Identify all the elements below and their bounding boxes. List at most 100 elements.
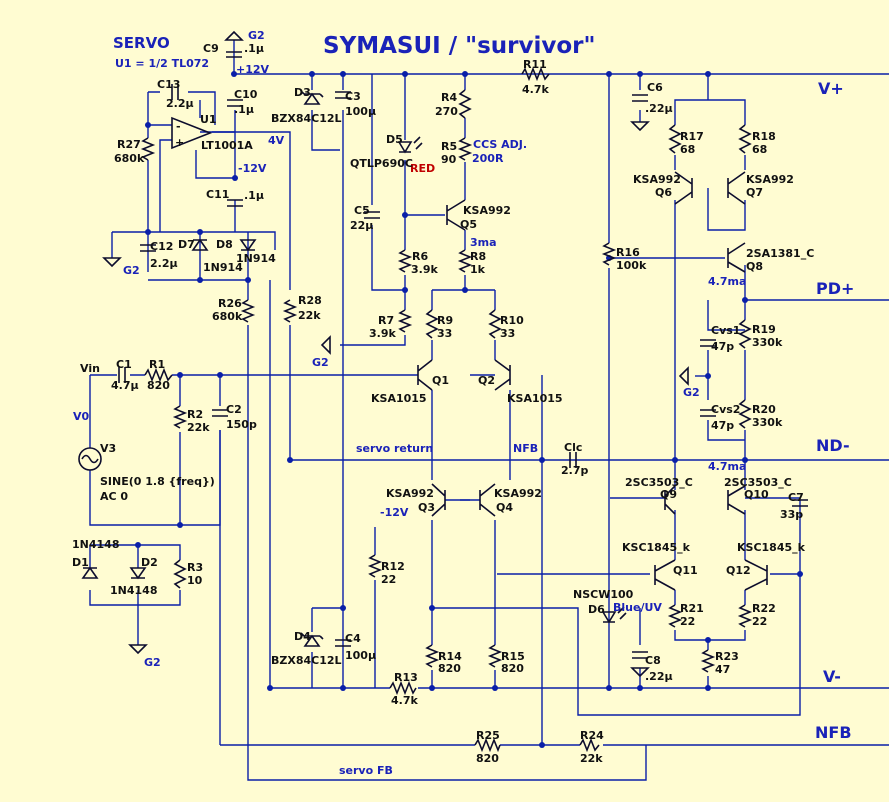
svg-text:22µ: 22µ (350, 219, 373, 232)
svg-text:R6: R6 (412, 250, 428, 263)
svg-text:100µ: 100µ (345, 649, 376, 662)
svg-text:servo FB: servo FB (339, 764, 393, 777)
svg-text:BZX84C12L: BZX84C12L (271, 112, 342, 125)
svg-text:-12V: -12V (238, 162, 267, 175)
opamp-U1 (171, 116, 213, 150)
svg-text:servo return: servo return (356, 442, 433, 455)
resistors (140, 66, 753, 753)
svg-text:LT1001A: LT1001A (201, 139, 253, 152)
svg-text:V0: V0 (73, 410, 90, 423)
svg-text:D2: D2 (141, 556, 158, 569)
svg-text:1k: 1k (470, 263, 486, 276)
resistor-R27 (140, 137, 156, 161)
resistor-R23 (700, 649, 716, 673)
svg-text:680k: 680k (114, 152, 145, 165)
transistor-Q9 (664, 485, 676, 515)
led-D5 (397, 136, 423, 154)
svg-text:+12V: +12V (236, 63, 270, 76)
svg-text:Clc: Clc (564, 441, 582, 454)
svg-text:NSCW100: NSCW100 (573, 588, 634, 601)
svg-text:G2: G2 (312, 356, 329, 369)
capacitor-Cvs1 (700, 339, 716, 347)
svg-text:820: 820 (147, 379, 170, 392)
svg-text:KSC1845_k: KSC1845_k (622, 541, 691, 554)
svg-text:R27: R27 (117, 138, 141, 151)
svg-text:2SC3503_C: 2SC3503_C (724, 476, 792, 489)
svg-text:47p: 47p (711, 340, 734, 353)
svg-text:C12: C12 (150, 240, 173, 253)
diodes (81, 90, 627, 647)
svg-text:820: 820 (501, 662, 524, 675)
svg-text:R28: R28 (298, 294, 322, 307)
svg-text:100µ: 100µ (345, 105, 376, 118)
resistor-R12 (367, 554, 383, 578)
capacitor-Clc (569, 452, 577, 468)
resistor-R17 (668, 124, 682, 154)
svg-text:G2: G2 (683, 386, 700, 399)
svg-text:22k: 22k (187, 421, 210, 434)
svg-text:Blue/UV: Blue/UV (613, 601, 662, 614)
svg-text:22k: 22k (298, 309, 321, 322)
svg-text:KSA1015: KSA1015 (507, 392, 563, 405)
labels: SYMASUI / "survivor" SERVO U1 = 1/2 TL07… (72, 29, 854, 777)
svg-text:820: 820 (438, 662, 461, 675)
svg-text:33p: 33p (780, 508, 803, 521)
svg-text:C1: C1 (116, 358, 132, 371)
svg-text:D3: D3 (294, 86, 311, 99)
svg-text:3.9k: 3.9k (369, 327, 396, 340)
svg-text:-: - (176, 120, 181, 133)
resistor-R28 (282, 299, 298, 323)
diode-D1 (81, 566, 99, 579)
capacitor-C3 (335, 91, 351, 99)
svg-text:G2: G2 (123, 264, 140, 277)
svg-text:22: 22 (680, 615, 695, 628)
rail-ndminus: ND- (816, 436, 850, 455)
resistor-R20 (738, 399, 752, 429)
title: SYMASUI / "survivor" (323, 33, 596, 59)
zener-D4 (300, 632, 324, 647)
led-D6 (601, 606, 627, 624)
svg-text:C3: C3 (345, 90, 361, 103)
svg-text:3ma: 3ma (470, 236, 497, 249)
rail-vplus: V+ (818, 79, 844, 98)
svg-text:D4: D4 (294, 630, 311, 643)
resistor-R3 (173, 559, 187, 589)
svg-text:R12: R12 (381, 560, 405, 573)
svg-text:R10: R10 (500, 314, 524, 327)
capacitor-C8 (632, 651, 648, 659)
svg-text:2SA1381_C: 2SA1381_C (746, 247, 814, 260)
svg-text:Cvs1: Cvs1 (711, 324, 740, 337)
transistor-Q6 (674, 171, 693, 205)
svg-text:C9: C9 (203, 42, 219, 55)
svg-text:R4: R4 (441, 91, 457, 104)
svg-text:R21: R21 (680, 602, 704, 615)
svg-text:D7: D7 (178, 238, 195, 251)
capacitor-C1 (118, 367, 126, 383)
ground-symbols (102, 30, 689, 678)
svg-text:.1µ: .1µ (234, 103, 254, 116)
diode-D8 (239, 239, 257, 252)
servo-note: U1 = 1/2 TL072 (115, 57, 209, 70)
capacitor-C9 (226, 51, 242, 58)
svg-text:.1µ: .1µ (244, 42, 264, 55)
svg-text:22: 22 (381, 573, 396, 586)
svg-text:270: 270 (435, 105, 458, 118)
svg-text:Q12: Q12 (726, 564, 751, 577)
svg-text:BZX84C12L: BZX84C12L (271, 654, 342, 667)
svg-text:KSA992: KSA992 (494, 487, 542, 500)
resistor-R21 (667, 604, 683, 628)
capacitors (118, 51, 808, 659)
svg-text:33: 33 (500, 327, 515, 340)
svg-text:10: 10 (187, 574, 203, 587)
svg-text:R7: R7 (378, 314, 394, 327)
svg-text:R18: R18 (752, 130, 776, 143)
svg-text:68: 68 (752, 143, 767, 156)
svg-text:G2: G2 (144, 656, 161, 669)
svg-text:.1µ: .1µ (244, 189, 264, 202)
svg-text:.22µ: .22µ (645, 102, 673, 115)
rail-nfb: NFB (815, 723, 852, 742)
source-V3 (78, 447, 102, 471)
transistor-Q11 (654, 559, 676, 591)
svg-text:1N914: 1N914 (203, 261, 243, 274)
